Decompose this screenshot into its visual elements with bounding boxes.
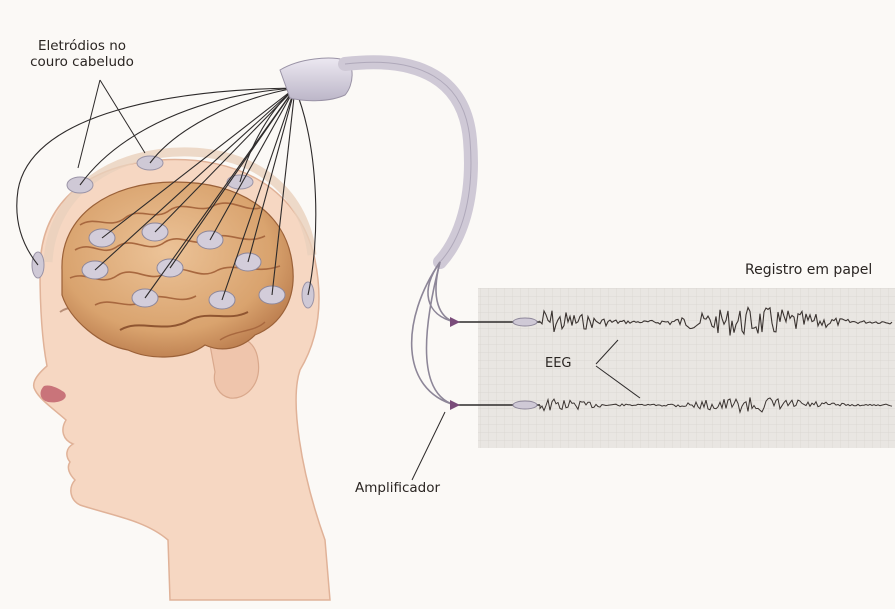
amplifier-label-pointer	[412, 412, 445, 480]
amplifier-label: Amplificador	[355, 480, 440, 496]
paper-record	[478, 288, 895, 448]
eeg-label: EEG	[545, 356, 572, 372]
electrodes-label-line2: couro cabeludo	[22, 54, 142, 70]
electrodes-label-line1: Eletródios no	[22, 38, 142, 54]
electrodes-label: Eletródios no couro cabeludo	[22, 38, 142, 70]
paper-record-label: Registro em papel	[745, 262, 872, 278]
amplifier-leads	[412, 262, 455, 405]
